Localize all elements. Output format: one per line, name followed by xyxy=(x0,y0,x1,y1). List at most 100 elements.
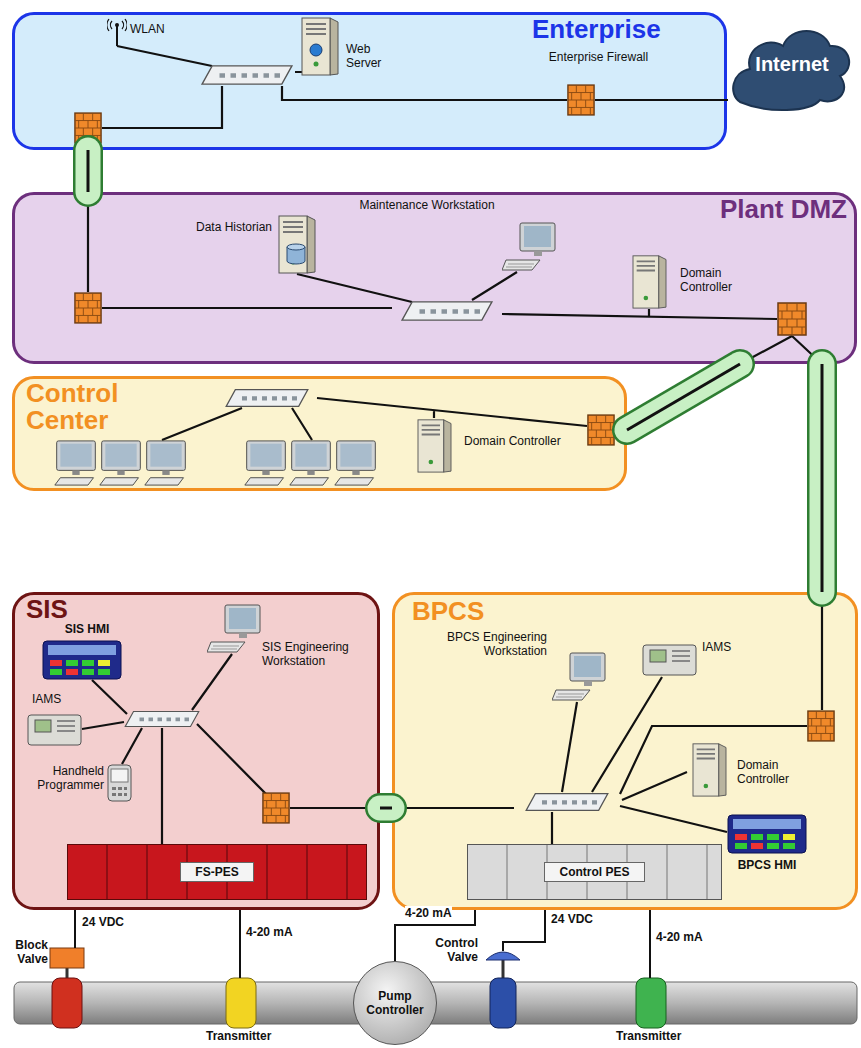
transmitter xyxy=(636,978,666,1028)
device-label: SIS HMI xyxy=(42,622,132,639)
network-zone: SISSIS HMI SIS Engineering WorkstationIAM… xyxy=(12,592,380,910)
switch-icon xyxy=(202,66,292,84)
monitor-icon xyxy=(145,441,185,485)
network-wire xyxy=(392,592,822,844)
monitor-icon xyxy=(245,441,285,485)
connector-stroke xyxy=(76,150,101,192)
server-icon xyxy=(418,420,451,472)
firewall-icon xyxy=(588,415,614,445)
connector-stroke xyxy=(380,807,392,810)
network-zone: BPCSBPCS Engineering WorkstationIAMSDoma… xyxy=(392,592,858,910)
connector-stroke xyxy=(380,793,392,823)
fs-pes-rack: FS-PES xyxy=(67,844,367,900)
network-zone: Plant DMZ Data Historian Maintenance Works… xyxy=(12,192,857,364)
signal-label: 24 VDC xyxy=(82,915,124,929)
network-conduit xyxy=(88,150,89,192)
drawing-part xyxy=(52,978,82,1028)
connector-stroke xyxy=(87,150,90,192)
server-icon xyxy=(693,744,726,796)
device-name: IAMS xyxy=(32,692,92,706)
zone-heading: SIS xyxy=(26,596,106,623)
hmi-icon xyxy=(43,641,121,679)
drawing-part xyxy=(502,958,505,978)
switch-icon xyxy=(226,390,308,407)
device-label: BPCS HMI xyxy=(722,858,812,875)
connector-stroke xyxy=(627,364,740,430)
device-label: Domain Controller xyxy=(680,266,775,298)
device-name: Data Historian xyxy=(182,220,272,234)
globe-icon xyxy=(310,44,322,56)
block-valve xyxy=(50,948,84,1028)
firewall-icon xyxy=(808,711,834,741)
signal-label: 24 VDC xyxy=(551,912,593,926)
pump-circle: Pump Controller xyxy=(353,961,437,1045)
server-icon xyxy=(302,18,338,75)
cloud-node: Internet xyxy=(728,14,856,114)
connector-stroke xyxy=(627,364,740,430)
node-text: Pump Controller xyxy=(360,989,430,1018)
signal-label: Block Valve xyxy=(4,938,48,967)
drawing-part xyxy=(733,31,849,110)
device-label: Domain Controller xyxy=(464,434,564,466)
drawing-part xyxy=(82,654,380,844)
node-text: Control PES xyxy=(544,862,644,882)
transmitter xyxy=(226,978,256,1028)
drawing-part xyxy=(486,952,520,960)
signal-label: 4-20 mA xyxy=(656,930,703,944)
device-label: SIS Engineering Workstation xyxy=(262,640,374,674)
device-name: IAMS xyxy=(702,640,752,654)
network-wire xyxy=(82,654,380,844)
device-label: IAMS xyxy=(702,640,752,657)
device-label: Web Server xyxy=(346,42,401,76)
server-icon xyxy=(279,216,315,273)
device-name: WLAN xyxy=(130,22,180,36)
zone-heading: Plant DMZ xyxy=(652,196,847,223)
workstation-icon xyxy=(207,605,260,652)
drawing-part xyxy=(392,592,822,844)
device-name: SIS HMI xyxy=(42,622,132,636)
connector-stroke xyxy=(380,796,392,821)
signal-label: 4-20 mA xyxy=(246,925,293,939)
workstation-icon xyxy=(502,223,555,270)
control-pes-rack: Control PES xyxy=(467,844,722,900)
node-text: Internet xyxy=(755,52,828,76)
device-name: SIS Engineering Workstation xyxy=(262,640,374,669)
monitor-icon xyxy=(55,441,95,485)
iams-icon xyxy=(28,715,81,745)
device-label: WLAN xyxy=(130,22,180,39)
zone-heading: BPCS xyxy=(412,598,512,625)
workstation-icon xyxy=(552,653,605,700)
drawing-part xyxy=(287,244,305,250)
signal-label: Transmitter xyxy=(616,1029,681,1043)
device-name: Domain Controller xyxy=(680,266,775,295)
iams-icon xyxy=(643,645,696,675)
connector-stroke xyxy=(810,364,835,592)
firewall-icon xyxy=(778,303,806,335)
device-name: BPCS HMI xyxy=(722,858,812,872)
signal-label: Transmitter xyxy=(206,1029,271,1043)
node-text: FS-PES xyxy=(180,862,253,882)
device-label: Handheld Programmer xyxy=(18,764,104,796)
connector-stroke xyxy=(807,364,837,592)
network-conduit xyxy=(380,808,392,809)
monitor-icon xyxy=(100,441,140,485)
connector-stroke xyxy=(821,364,824,592)
network-conduit xyxy=(627,364,740,430)
device-label: Maintenance Workstation xyxy=(357,198,497,230)
device-label: Domain Controller xyxy=(737,758,832,790)
switch-icon xyxy=(402,302,492,320)
device-label: Data Historian xyxy=(182,220,272,252)
control-valve xyxy=(486,952,520,1028)
switch-icon xyxy=(526,794,608,811)
handheld-icon xyxy=(108,765,131,801)
monitor-icon xyxy=(335,441,375,485)
device-name: Handheld Programmer xyxy=(18,764,104,793)
drawing-part xyxy=(490,978,516,1028)
field-wire xyxy=(75,900,650,978)
network-conduit xyxy=(822,364,823,592)
device-name: Maintenance Workstation xyxy=(357,198,497,212)
device-name: Enterprise Firewall xyxy=(540,50,657,64)
network-zone: Control CenterDomain Controller xyxy=(12,376,627,491)
device-name: Domain Controller xyxy=(464,434,564,448)
drawing-part xyxy=(88,192,822,364)
